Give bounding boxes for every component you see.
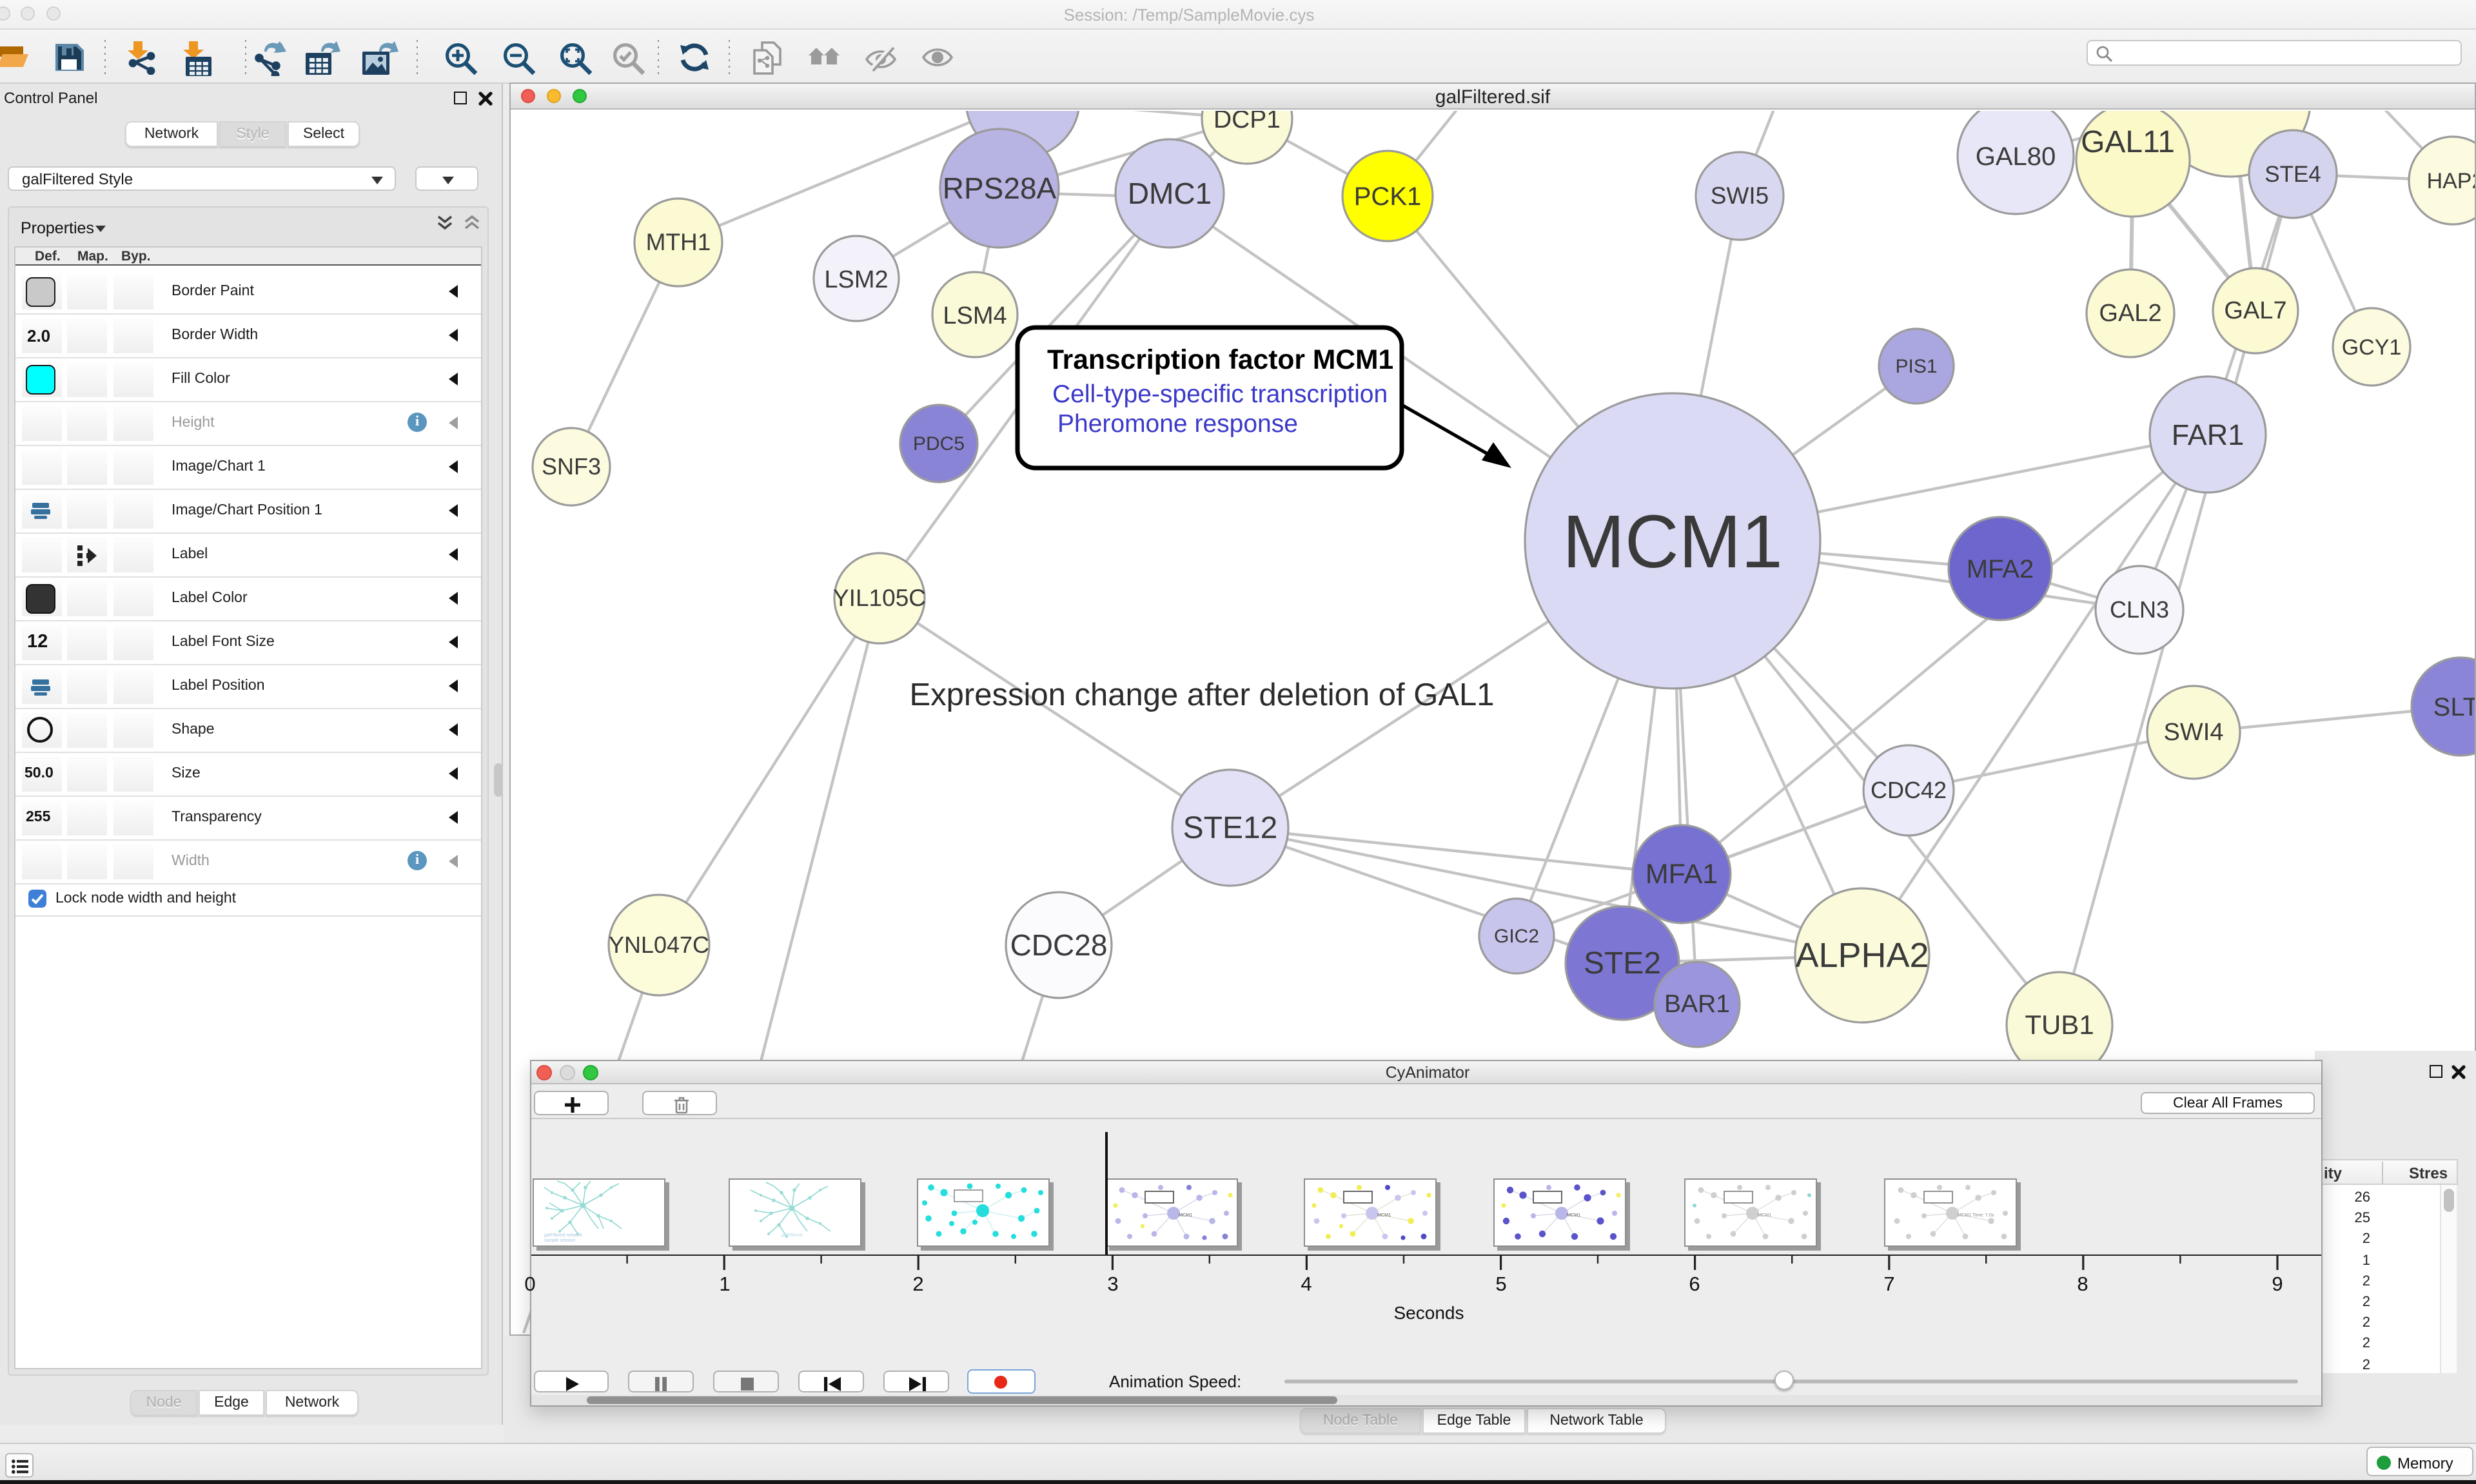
svg-text:GAL2: GAL2	[2099, 300, 2161, 327]
svg-text:Cell-type-specific transcripti: Cell-type-specific transcription	[1052, 380, 1388, 408]
svg-text:galFiltered: galFiltered	[781, 1233, 803, 1238]
svg-text:YNL047C: YNL047C	[609, 932, 709, 958]
svg-text:STE12: STE12	[1183, 811, 1278, 845]
svg-text:STE2: STE2	[1584, 946, 1661, 981]
svg-text:YIL105C: YIL105C	[833, 585, 926, 611]
svg-text:CDC28: CDC28	[1010, 928, 1108, 962]
svg-text:ALPHA2: ALPHA2	[1795, 936, 1929, 975]
svg-text:PCK1: PCK1	[1354, 182, 1422, 211]
svg-text:CDC42: CDC42	[1871, 777, 1947, 803]
svg-text:MCM1: MCM1	[1179, 1212, 1192, 1218]
svg-text:MCM1: MCM1	[1562, 500, 1783, 583]
svg-text:LSM4: LSM4	[943, 302, 1007, 329]
svg-text:MCM1: MCM1	[1758, 1212, 1771, 1218]
svg-text:Pheromone response: Pheromone response	[1057, 410, 1298, 438]
svg-text:SWI4: SWI4	[2164, 719, 2224, 746]
svg-text:GCY1: GCY1	[2342, 335, 2402, 360]
svg-text:MFA1: MFA1	[1646, 859, 1718, 890]
svg-text:Expression change after deleti: Expression change after deletion of GAL1	[909, 678, 1494, 712]
svg-text:SWI5: SWI5	[1711, 182, 1769, 209]
svg-text:MCM1: MCM1	[1377, 1212, 1391, 1218]
svg-text:GAL11: GAL11	[2081, 125, 2175, 159]
svg-text:GIC2: GIC2	[1494, 926, 1539, 947]
svg-text:GAL7: GAL7	[2224, 297, 2286, 324]
svg-text:MCM1: MCM1	[1567, 1212, 1580, 1218]
svg-text:TUB1: TUB1	[2025, 1010, 2094, 1040]
svg-text:LSM2: LSM2	[824, 266, 888, 293]
svg-text:sample session: sample session	[544, 1238, 575, 1243]
svg-text:BAR1: BAR1	[1664, 990, 1730, 1018]
svg-text:SNF3: SNF3	[542, 453, 601, 480]
svg-text:DMC1: DMC1	[1128, 177, 1212, 210]
svg-text:MCM1 Time: 7.0s: MCM1 Time: 7.0s	[1958, 1212, 1994, 1218]
svg-text:DCP1: DCP1	[1213, 111, 1281, 133]
svg-text:STE4: STE4	[2265, 162, 2321, 187]
svg-text:GAL80: GAL80	[1976, 142, 2056, 171]
svg-text:PDC5: PDC5	[913, 433, 965, 454]
svg-text:CLN3: CLN3	[2110, 596, 2169, 623]
svg-text:galFiltered network: galFiltered network	[544, 1233, 583, 1238]
svg-text:MFA2: MFA2	[1967, 555, 2034, 583]
svg-text:SLT2: SLT2	[2433, 693, 2475, 721]
svg-text:FAR1: FAR1	[2172, 418, 2245, 451]
svg-text:Transcription factor MCM1: Transcription factor MCM1	[1047, 344, 1393, 375]
svg-text:MTH1: MTH1	[646, 229, 711, 255]
svg-text:PIS1: PIS1	[1895, 356, 1937, 377]
svg-text:HAP2: HAP2	[2427, 169, 2475, 193]
svg-text:RPS28A: RPS28A	[943, 171, 1057, 205]
